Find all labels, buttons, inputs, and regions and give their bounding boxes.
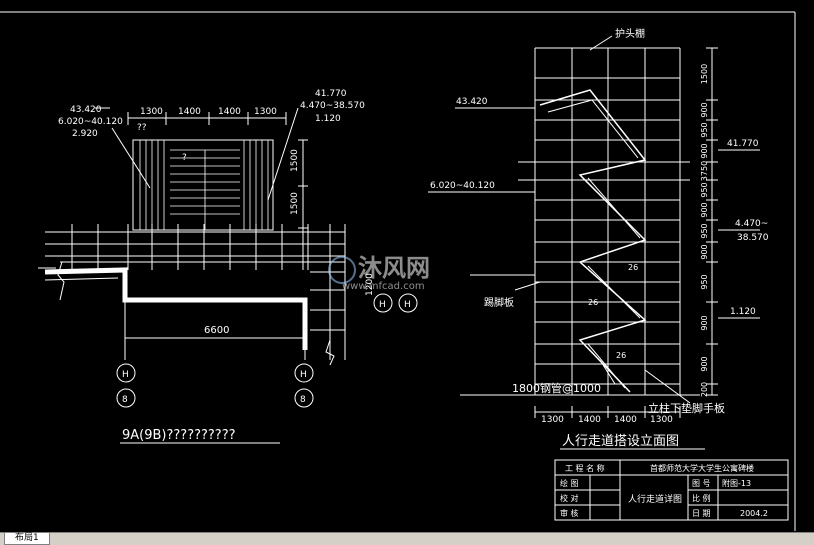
right-dim-1: 1500 [700,64,709,84]
right-dim-5: 3750 [700,161,709,181]
elevation-title: 人行走道搭设立面图 [562,433,679,449]
r-elev-left-1: 43.420 [456,97,488,107]
bottom-dim-2: 1400 [578,415,601,425]
qmark-2: ? [182,153,187,163]
right-elevation-view [428,35,760,450]
tb-project-name: 首都师范大学大学生公寓碑楼 [650,463,754,473]
right-dim-8: 950 [700,223,709,238]
right-dim-9: 900 [700,244,709,259]
axis-label-4: 8 [300,395,306,405]
note-board: 立柱下垫脚手板 [648,401,725,415]
top-dim-4: 1300 [254,107,277,117]
watermark-logo-icon [328,256,356,284]
elev-top-3: 2.920 [72,129,98,139]
right-dim-7: 900 [700,202,709,217]
tb-project-label: 工 程 名 称 [565,463,605,473]
axis-label-3: H [300,370,307,380]
label-head-shed: 护头棚 [615,27,645,40]
elev-right-1: 41.770 [315,89,347,99]
axis-label-6: H [404,300,411,310]
side-dim-2: 1500 [290,192,300,215]
tb-drawn: 绘 图 [560,478,579,488]
bottom-dim-1: 1300 [541,415,564,425]
diag-mark-2: 26 [588,298,598,307]
right-dim-6: 950 [700,182,709,197]
r-elev-right-3: 38.570 [737,233,769,243]
right-dim-4: 900 [700,143,709,158]
right-dim-13: 200 [700,382,709,397]
watermark: 沐风网 www.mfcad.com [328,254,430,292]
axis-label-2: 8 [122,395,128,405]
span-dim: 6600 [204,325,229,336]
elev-top-1: 43.420 [70,105,102,115]
left-plan-view [38,107,418,444]
bottom-dim-4: 1300 [650,415,673,425]
title-block [554,459,789,521]
tb-no-label: 图 号 [692,479,711,488]
label-toe-board: 踢脚板 [484,296,514,309]
right-dim-3: 950 [700,122,709,137]
elev-top-2: 6.020~40.120 [58,117,123,127]
right-dim-10: 950 [700,274,709,289]
right-dim-11: 900 [700,315,709,330]
watermark-url: www.mfcad.com [342,281,425,292]
elev-right-2: 4.470~38.570 [300,101,365,111]
note-steel-pipe: 1800钢管@1000 [512,381,601,395]
right-dim-2: 900 [700,102,709,117]
top-dim-1: 1300 [140,107,163,117]
diag-mark-3: 26 [616,351,626,360]
tb-date-label: 日 期 [692,509,711,518]
left-caption: 9A(9B)?????????? [122,428,236,443]
r-elev-right-2: 4.470~ [735,219,768,229]
qmark-1: ?? [137,123,147,133]
tb-no-value: 附图-13 [722,478,751,488]
r-elev-right-1: 41.770 [727,139,759,149]
tb-scale-label: 比 例 [692,493,711,503]
layout-tab[interactable]: 布局1 [4,533,50,545]
axis-label-1: H [122,370,129,380]
r-elev-right-4: 1.120 [730,307,756,317]
axis-label-5: H [379,300,386,310]
layout-tab-bar: 布局1 [0,532,814,545]
bottom-dim-3: 1400 [614,415,637,425]
r-elev-left-2: 6.020~40.120 [430,181,495,191]
tb-reviewed: 审 核 [560,508,579,518]
watermark-cn: 沐风网 [358,254,430,282]
cad-drawing-canvas[interactable]: 1300 1400 1400 1300 43.420 6.020~40.120 … [0,0,814,532]
tb-checked: 校 对 [560,493,579,503]
diag-mark-1: 26 [628,263,638,272]
elev-right-3: 1.120 [315,114,341,124]
side-dim-1: 1500 [290,149,300,172]
top-dim-2: 1400 [178,107,201,117]
tb-date-value: 2004.2 [740,509,768,518]
tb-drawing-name: 人行走道详图 [628,493,682,505]
right-dim-12: 900 [700,356,709,371]
top-dim-3: 1400 [218,107,241,117]
side-dim-3: 1200 [365,273,375,296]
